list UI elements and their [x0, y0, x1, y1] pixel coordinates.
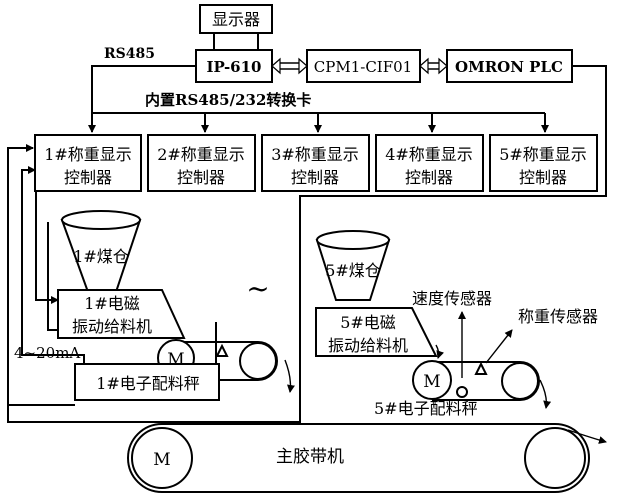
- feeder-5-line1: 5#电磁: [340, 313, 396, 332]
- controller-1-line1: 1#称重显示: [44, 145, 132, 164]
- bin-5-label: 5#煤仓: [325, 261, 381, 280]
- plc-label: OMRON PLC: [455, 58, 563, 76]
- speed-sensor-label: 速度传感器: [412, 289, 492, 308]
- controller-4-line1: 4#称重显示: [385, 145, 473, 164]
- feeder-1-box: [57, 289, 186, 339]
- ellipsis-mark: ~: [246, 272, 269, 305]
- controller-3-line2: 控制器: [291, 168, 339, 187]
- converter-label: 内置RS485/232转换卡: [145, 91, 311, 109]
- display-label: 显示器: [212, 10, 260, 29]
- main-motor-label: M: [153, 450, 170, 470]
- main-belt: M: [127, 423, 590, 493]
- motor-5: [412, 360, 452, 400]
- controller-2-line1: 2#称重显示: [157, 145, 245, 164]
- belt-1: M: [157, 322, 278, 381]
- bin-5-top: [316, 230, 390, 250]
- cpm-label: CPM1-CIF01: [314, 58, 412, 76]
- scale-1-box: [74, 363, 220, 401]
- plc-output-line: [7, 65, 607, 423]
- rs485-label: RS485: [104, 46, 155, 62]
- controller-1: 1#称重显示 控制器: [34, 134, 142, 192]
- main-belt-flow-arrow: [567, 429, 607, 444]
- controller-4: 4#称重显示 控制器: [375, 134, 484, 192]
- scale-1-label: 1#电子配料秤: [96, 374, 200, 393]
- feeder-1-line1: 1#电磁: [84, 294, 140, 313]
- ip610-box: [195, 49, 273, 83]
- motor-5-label: M: [423, 372, 440, 392]
- controller-1-line2: 控制器: [64, 168, 112, 187]
- controller-2-line2: 控制器: [177, 168, 225, 187]
- signal-label: 4~20mA: [14, 344, 80, 362]
- double-arrow-ip-cpm: [271, 57, 308, 75]
- controller-5-line1: 5#称重显示: [499, 145, 587, 164]
- feeder-5-box: [315, 307, 438, 357]
- rs485-line: [88, 65, 196, 133]
- controller-5-line2: 控制器: [519, 168, 567, 187]
- scale-5-label: 5#电子配料秤: [374, 399, 478, 418]
- controller-4-line2: 控制器: [405, 168, 453, 187]
- controller-3-line1: 3#称重显示: [271, 145, 359, 164]
- feeder-5-line2: 振动给料机: [328, 336, 408, 355]
- controller-2: 2#称重显示 控制器: [147, 134, 256, 192]
- belt-5: M: [412, 360, 540, 401]
- bin-1-label: 1#煤仓: [73, 247, 129, 266]
- signal-return-line: [21, 166, 85, 370]
- display-box: [199, 4, 273, 34]
- ip610-label: IP-610: [206, 58, 261, 76]
- belt-5-flow-arrow: [539, 379, 552, 409]
- ctrl1-to-feeder1-line: [35, 191, 59, 304]
- main-belt-label: 主胶带机: [276, 447, 344, 467]
- feeder-1-line2: 振动给料机: [72, 317, 152, 336]
- controller-5: 5#称重显示 控制器: [489, 134, 598, 192]
- belt-1-flow-arrow: [284, 359, 295, 393]
- weight-sensor-label: 称重传感器: [518, 307, 598, 326]
- weight-sensor-arrow: [485, 329, 513, 364]
- bin-1-top: [61, 210, 141, 230]
- main-motor: [131, 427, 193, 489]
- feeder-5-drop-arrow: [435, 344, 445, 359]
- double-arrow-cpm-plc: [419, 57, 448, 75]
- controller-3: 3#称重显示 控制器: [261, 134, 370, 192]
